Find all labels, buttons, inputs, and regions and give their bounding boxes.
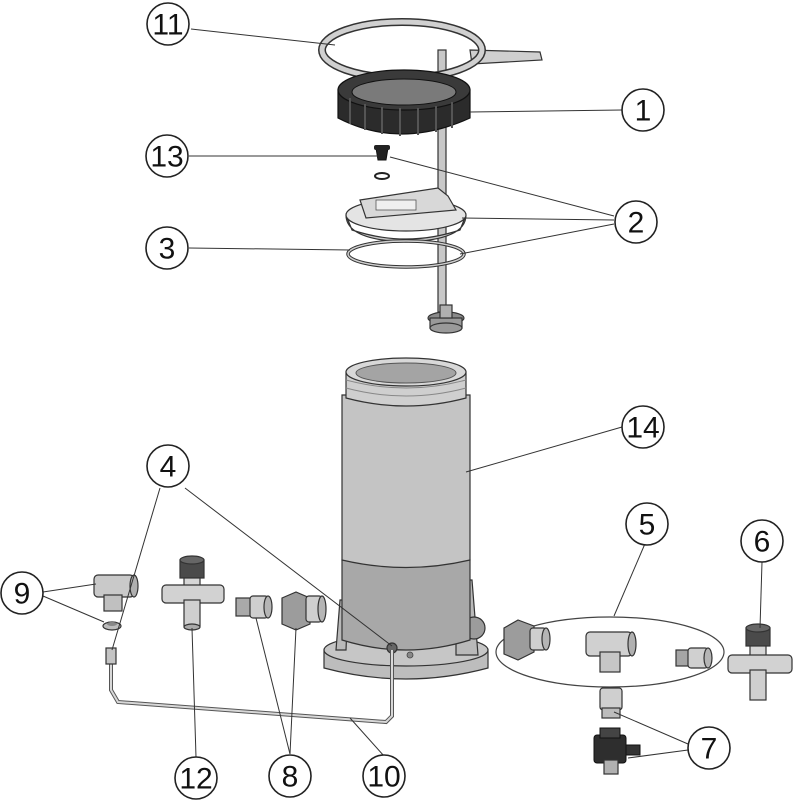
callout-circle [740,519,784,563]
callout-number: 4 [160,451,177,484]
callout-number: 6 [754,526,771,559]
callout-9: 9 [0,571,44,615]
callout-number: 10 [367,761,400,794]
callout-12: 12 [174,756,218,800]
part-1-lock-ring [337,69,471,136]
callout-number: 13 [150,141,183,174]
callout-13: 13 [145,134,189,178]
callout-4: 4 [146,444,190,488]
callout-circle [174,756,218,800]
part-7-valve-assembly [593,687,641,775]
callout-number: 5 [639,509,656,542]
part-10-tubing [105,647,394,725]
callout-number: 11 [152,9,183,42]
callout-circle [614,200,658,244]
part-6-valve-tee [727,623,793,701]
callout-3: 3 [145,226,189,270]
callout-circle [146,2,190,46]
part-3-o-ring [346,239,466,269]
callout-11: 11 [146,2,190,46]
part-12-valve-tee [161,555,225,631]
callout-number: 1 [635,95,652,128]
callout-circle [145,134,189,178]
part-11-wrench-ring [318,18,543,82]
callout-8: 8 [268,754,312,798]
callout-5: 5 [625,502,669,546]
callout-number: 8 [282,761,299,794]
callout-number: 12 [179,763,212,796]
callout-circle [362,754,406,798]
callout-circle [621,405,665,449]
callout-circle [625,502,669,546]
callout-circle [268,754,312,798]
callout-number: 14 [626,412,659,445]
rod-bushing [427,304,465,334]
callout-7: 7 [687,726,731,770]
callout-10: 10 [362,754,406,798]
part-13-plug [374,145,390,180]
part-2-lid [345,187,467,243]
callout-circle [0,571,44,615]
callout-circle [687,726,731,770]
callout-circle [145,226,189,270]
callout-14: 14 [621,405,665,449]
callout-6: 6 [740,519,784,563]
callout-circle [621,88,665,132]
part-8-adapters [235,591,327,631]
leader-lines [42,28,763,759]
callout-number: 9 [14,578,31,611]
part-14-canister [323,357,489,680]
callout-number: 2 [628,207,645,240]
callout-number: 3 [159,233,176,266]
callout-2: 2 [614,200,658,244]
callout-circle [146,444,190,488]
callout-number: 7 [701,733,718,766]
callout-1: 1 [621,88,665,132]
part-5-fittings [495,616,725,688]
